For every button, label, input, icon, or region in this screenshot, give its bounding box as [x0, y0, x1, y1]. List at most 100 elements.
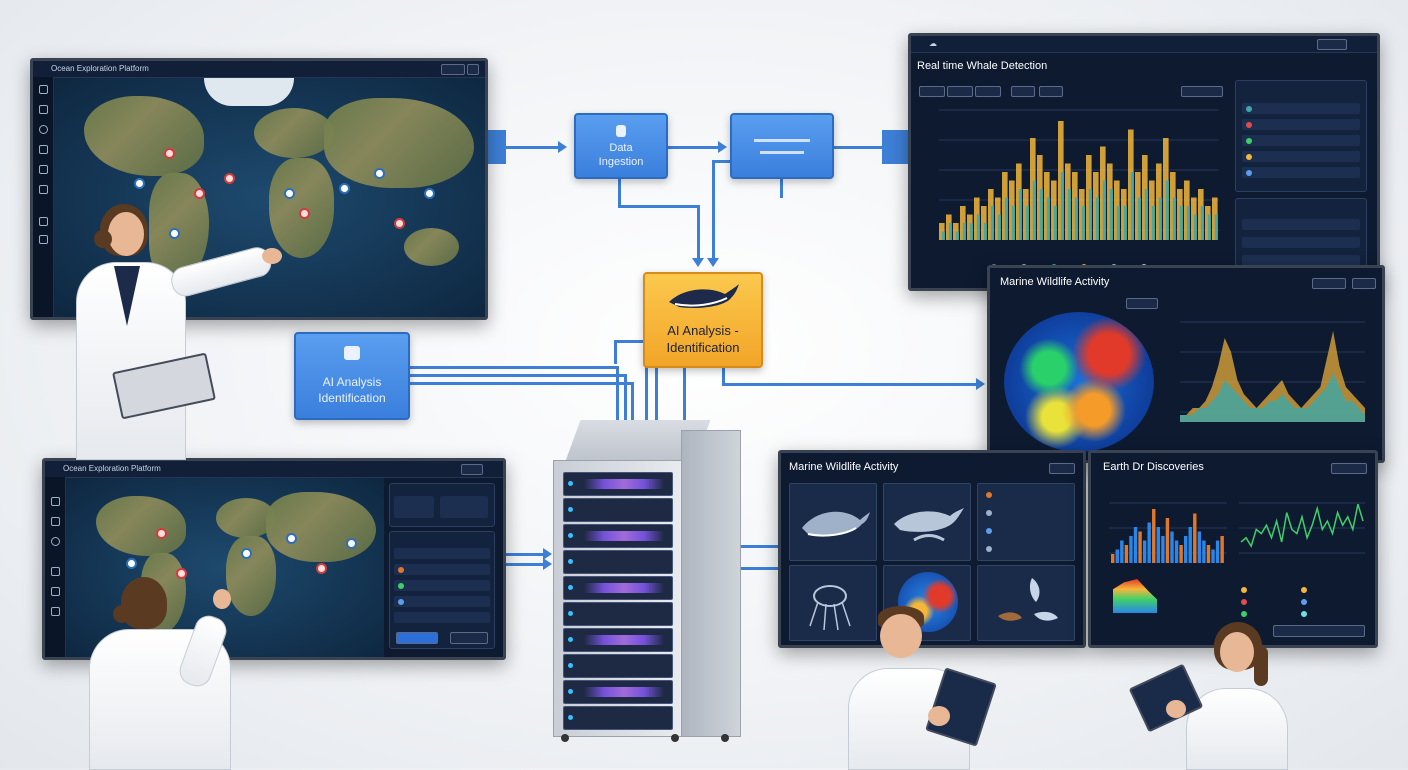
globe-card[interactable]: [883, 565, 971, 641]
user-icon[interactable]: [39, 235, 48, 244]
footer-input[interactable]: [1273, 625, 1365, 637]
detection-bar-secondary: [1025, 206, 1029, 240]
home-icon[interactable]: [51, 497, 60, 506]
list-item[interactable]: [1242, 151, 1360, 162]
filter-button[interactable]: [947, 86, 973, 97]
chart-icon[interactable]: [39, 145, 48, 154]
header-button[interactable]: [1352, 278, 1376, 289]
filter-button[interactable]: [1039, 86, 1063, 97]
list-item[interactable]: [394, 612, 490, 623]
scientist-man-bottom-center: [848, 606, 998, 770]
list-item[interactable]: [1242, 255, 1360, 266]
discovery-bar: [1152, 509, 1156, 563]
server-unit: [563, 472, 673, 496]
primary-button[interactable]: [396, 632, 438, 644]
discovery-bar: [1215, 540, 1220, 563]
bottom-center-title: Marine Wildlife Activity: [789, 461, 899, 473]
list-item[interactable]: [394, 580, 490, 591]
discovery-bar: [1170, 531, 1174, 563]
whale-image: [894, 508, 964, 542]
detection-bar: [1121, 189, 1127, 240]
secondary-button[interactable]: [450, 632, 488, 644]
heatmap-globe[interactable]: [1004, 312, 1154, 452]
detection-bar: [1051, 180, 1057, 240]
server-unit: [563, 680, 673, 704]
search-icon[interactable]: [39, 125, 48, 134]
header-button[interactable]: [1049, 463, 1075, 474]
list-item[interactable]: [1242, 237, 1360, 248]
list-item[interactable]: [394, 596, 490, 607]
discovery-bar: [1147, 522, 1151, 563]
detection-bar-secondary: [941, 231, 945, 240]
ai-analysis-left-label: AI Analysis Identification: [318, 375, 386, 405]
bottom-left-map-monitor: Ocean Exploration Platform: [42, 458, 506, 660]
detection-bar-secondary: [1032, 180, 1036, 240]
detection-bar-secondary: [1165, 180, 1169, 240]
detection-bar: [1170, 172, 1176, 240]
detection-bar: [1044, 172, 1050, 240]
discovery-bar: [1188, 527, 1192, 563]
bottom-right-title: Earth Dr Discoveries: [1103, 461, 1204, 473]
chart-icon[interactable]: [51, 567, 60, 576]
discovery-bar: [1115, 549, 1119, 563]
scientist-woman-bottom-right: [1128, 622, 1288, 770]
list-item[interactable]: [1242, 167, 1360, 178]
ai-analysis-center-label: AI Analysis - Identification: [666, 323, 740, 355]
species-card[interactable]: [789, 483, 877, 561]
discovery-bar: [1120, 540, 1124, 563]
filter-button[interactable]: [1011, 86, 1035, 97]
header-button[interactable]: [467, 64, 479, 75]
detection-bar-secondary: [969, 223, 973, 240]
layers-icon[interactable]: [51, 517, 60, 526]
mid-right-monitor: Marine Wildlife Activity: [987, 265, 1385, 463]
detection-bar: [1030, 138, 1036, 240]
header-button[interactable]: [441, 64, 465, 75]
sightings-panel: [389, 531, 495, 649]
home-icon[interactable]: [39, 85, 48, 94]
filter-button[interactable]: [975, 86, 1001, 97]
species-card[interactable]: [883, 483, 971, 561]
species-list-card[interactable]: [977, 483, 1075, 561]
detection-bar-secondary: [1186, 206, 1190, 240]
settings-icon[interactable]: [39, 217, 48, 226]
ai-analysis-center-box: AI Analysis - Identification: [643, 272, 763, 368]
list-item[interactable]: [394, 564, 490, 575]
birds-card[interactable]: [977, 565, 1075, 641]
search-icon[interactable]: [51, 537, 60, 546]
settings-icon[interactable]: [51, 607, 60, 616]
list-icon[interactable]: [39, 165, 48, 174]
activity-series-area: [1180, 373, 1365, 422]
list-item[interactable]: [1242, 119, 1360, 130]
detection-bar: [967, 214, 973, 240]
detection-bar-secondary: [1123, 206, 1127, 240]
header-button[interactable]: [1317, 39, 1347, 50]
detection-bar-secondary: [1179, 206, 1183, 240]
header-button[interactable]: [1331, 463, 1367, 474]
detection-bar: [1002, 172, 1008, 240]
discovery-bar: [1129, 536, 1133, 563]
aligning-box-lines: [754, 139, 810, 142]
range-button[interactable]: [1181, 86, 1223, 97]
zoom-button[interactable]: [1126, 298, 1158, 309]
header-button[interactable]: [461, 464, 483, 475]
layers-icon[interactable]: [39, 105, 48, 114]
server-units: [553, 472, 681, 732]
list-item[interactable]: [1242, 135, 1360, 146]
list-icon[interactable]: [51, 587, 60, 596]
detection-bar-secondary: [1214, 214, 1218, 240]
detection-bar-secondary: [1046, 197, 1050, 240]
top-right-header: ☁: [911, 36, 1377, 53]
list-item[interactable]: [1242, 103, 1360, 114]
activity-area-chart: [1180, 321, 1365, 422]
filter-button[interactable]: [919, 86, 945, 97]
detection-bar: [1058, 121, 1064, 240]
data-ingestion-label: Data Ingestion: [598, 142, 644, 168]
doc-icon[interactable]: [39, 185, 48, 194]
discovery-bar: [1220, 536, 1224, 563]
list-item[interactable]: [1242, 219, 1360, 230]
detection-bar: [1016, 163, 1022, 240]
species-card[interactable]: [789, 565, 877, 641]
detection-bar: [1065, 163, 1071, 240]
header-button[interactable]: [1312, 278, 1346, 289]
list-item[interactable]: [394, 548, 490, 559]
